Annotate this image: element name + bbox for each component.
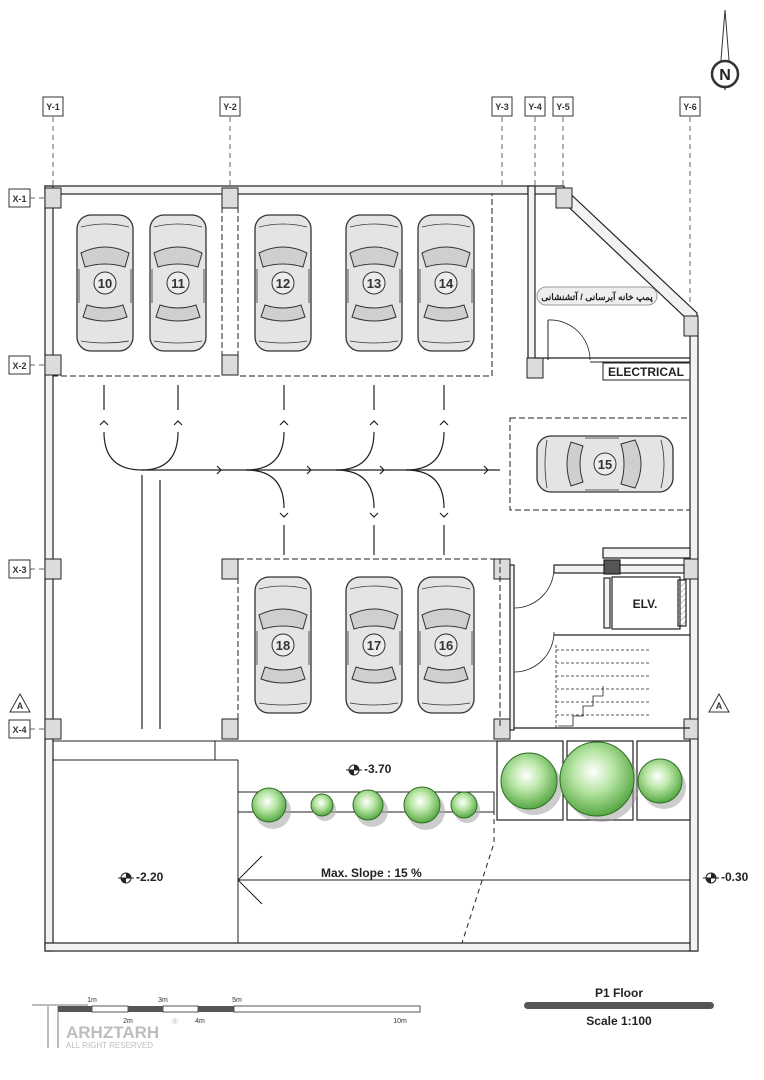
- level-left-area: -2.20: [136, 870, 164, 884]
- car-number-15: 15: [598, 457, 612, 472]
- svg-text:X-4: X-4: [12, 725, 26, 735]
- grid-tag-y-5: Y-5: [552, 96, 574, 117]
- grid-tag-y-2: Y-2: [219, 96, 241, 117]
- level-marker-right: -0.30: [703, 870, 749, 884]
- floor-title: P1 Floor: [595, 986, 643, 1000]
- grid-tag-x-1: X-1: [8, 188, 31, 208]
- svg-text:2m: 2m: [123, 1018, 133, 1025]
- grid-tag-y-4: Y-4: [524, 96, 546, 117]
- car-number-11: 11: [171, 276, 185, 291]
- svg-text:Y-2: Y-2: [223, 102, 237, 112]
- svg-text:X-3: X-3: [12, 565, 26, 575]
- svg-text:Y-4: Y-4: [528, 102, 542, 112]
- grid-tag-x-2: X-2: [8, 355, 31, 375]
- grid-tag-x-4: X-4: [8, 719, 31, 739]
- svg-text:Y-1: Y-1: [46, 102, 60, 112]
- grid-tag-y-6: Y-6: [679, 96, 701, 117]
- scale-bar: 1m 3m 5m 2m 4m 10m: [58, 997, 421, 1025]
- svg-text:X-2: X-2: [12, 361, 26, 371]
- ramp-slope-label: Max. Slope : 15 %: [321, 866, 422, 880]
- watermark-registered: ®: [172, 1017, 178, 1026]
- watermark-brand: ARHZTARH: [66, 1023, 159, 1042]
- level-ramp-bottom: -3.70: [364, 762, 392, 776]
- level-marker-ramp: -3.70: [346, 762, 392, 776]
- watermark-rights: ALL RIGHT RESERVED: [66, 1041, 153, 1050]
- section-marker-right: A: [708, 692, 730, 713]
- watermark-logo: ARHZTARH ® ALL RIGHT RESERVED: [32, 1004, 178, 1050]
- trees: [251, 741, 686, 830]
- svg-text:A: A: [716, 701, 723, 711]
- svg-text:5m: 5m: [232, 997, 242, 1004]
- svg-text:Y-6: Y-6: [683, 102, 697, 112]
- scale-title: Scale 1:100: [586, 1014, 652, 1028]
- level-right-area: -0.30: [721, 870, 749, 884]
- north-arrow-icon: N: [710, 9, 740, 91]
- parking-bays: [53, 194, 691, 729]
- svg-text:A: A: [17, 701, 24, 711]
- grid-tag-x-3: X-3: [8, 559, 31, 579]
- grid-tag-y-1: Y-1: [42, 96, 64, 117]
- section-marker-left: A: [9, 692, 31, 713]
- car-number-14: 14: [439, 276, 454, 291]
- car-number-16: 16: [439, 638, 453, 653]
- traffic-flow-lines: [99, 385, 500, 729]
- level-marker-left: -2.20: [118, 870, 164, 884]
- title-block: P1 Floor Scale 1:100: [524, 986, 714, 1028]
- car-number-18: 18: [276, 638, 290, 653]
- stair-elevator-core: ELV.: [509, 547, 691, 731]
- svg-text:4m: 4m: [195, 1018, 205, 1025]
- pump-room-label: پمپ خانه آبرسانی / آتشنشانی: [541, 291, 653, 303]
- grid-axes: [30, 117, 691, 730]
- svg-text:Y-3: Y-3: [495, 102, 509, 112]
- car-number-13: 13: [367, 276, 381, 291]
- car-number-10: 10: [98, 276, 112, 291]
- north-label: N: [719, 67, 731, 84]
- cars-layer: 10 11 12 13 14 15 18 17 16: [76, 214, 674, 714]
- svg-text:3m: 3m: [158, 997, 168, 1004]
- pump-room: پمپ خانه آبرسانی / آتشنشانی ELECTRICAL: [535, 286, 691, 381]
- grid-tag-y-3: Y-3: [491, 96, 513, 117]
- svg-text:1m: 1m: [87, 997, 97, 1004]
- electrical-label: ELECTRICAL: [608, 365, 684, 379]
- svg-text:Y-5: Y-5: [556, 102, 570, 112]
- svg-text:10m: 10m: [393, 1018, 407, 1025]
- car-number-12: 12: [276, 276, 290, 291]
- car-number-17: 17: [367, 638, 381, 653]
- elevator-label: ELV.: [633, 597, 658, 611]
- svg-text:X-1: X-1: [12, 194, 26, 204]
